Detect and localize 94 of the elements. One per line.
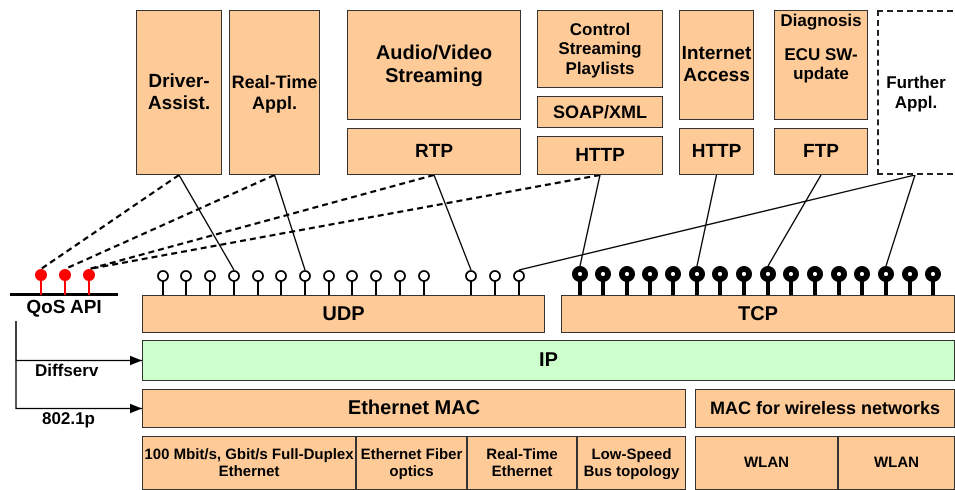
port-pin bbox=[228, 270, 240, 295]
port-pin bbox=[760, 266, 776, 295]
protocol-box bbox=[679, 10, 754, 120]
layer-label: SOAP/XML bbox=[552, 102, 647, 122]
port-pin bbox=[275, 270, 287, 295]
port-pin bbox=[642, 266, 658, 295]
layer-label: Audio/Video Streaming bbox=[374, 42, 494, 88]
connector-line bbox=[767, 174, 822, 266]
connector-line bbox=[696, 174, 718, 266]
layer-label: Further Appl. bbox=[885, 72, 947, 112]
protocol-box bbox=[695, 436, 838, 490]
protocol-box bbox=[142, 389, 686, 428]
port-pin bbox=[299, 270, 311, 295]
port-pin bbox=[35, 269, 47, 295]
layer-label: Ethernet Fiber optics bbox=[360, 446, 464, 480]
layer-label: HTTP bbox=[692, 140, 742, 162]
protocol-box bbox=[774, 10, 868, 120]
layer-label: Real-Time Ethernet bbox=[485, 446, 559, 480]
connector-line bbox=[885, 174, 916, 266]
layer-label: UDP bbox=[322, 302, 365, 326]
protocol-box bbox=[142, 295, 545, 333]
port-pin bbox=[878, 266, 894, 295]
protocol-box bbox=[136, 10, 222, 175]
connector-line bbox=[274, 174, 306, 270]
layer-label: HTTP bbox=[575, 144, 625, 166]
protocol-box bbox=[537, 136, 663, 175]
port-pin bbox=[619, 266, 635, 295]
port-pin bbox=[418, 270, 430, 295]
port-pin bbox=[252, 270, 264, 295]
connector-line bbox=[433, 174, 472, 270]
layer-label: Real-Time Appl. bbox=[230, 72, 318, 114]
layer-label: Driver-Assist. bbox=[146, 70, 212, 114]
port-pin bbox=[902, 266, 918, 295]
layer-label: TCP bbox=[738, 302, 778, 326]
dashed-connector bbox=[88, 174, 434, 270]
port-pin bbox=[831, 266, 847, 295]
port-pin bbox=[925, 266, 941, 295]
layer-label: Ethernet MAC bbox=[348, 397, 480, 420]
layer-label: Control Streaming Playlists bbox=[557, 20, 643, 78]
protocol-box bbox=[838, 436, 955, 490]
port-pin bbox=[323, 270, 335, 295]
protocol-box bbox=[467, 436, 577, 490]
protocol-box bbox=[537, 96, 663, 128]
port-pin bbox=[783, 266, 799, 295]
port-pin bbox=[157, 270, 169, 295]
layer-label: Internet Access bbox=[680, 43, 752, 87]
layer-label: 100 Mbit/s, Gbit/s Full-Duplex Ethernet bbox=[143, 446, 355, 480]
api-label: QoS API bbox=[26, 297, 102, 319]
protocol-box bbox=[356, 436, 467, 490]
port-pin bbox=[807, 266, 823, 295]
layer-label: WLAN bbox=[874, 454, 919, 472]
port-pin bbox=[465, 270, 477, 295]
dashed-connector bbox=[40, 174, 180, 270]
edge-label: 802.1p bbox=[40, 410, 97, 429]
port-pin bbox=[854, 266, 870, 295]
protocol-box bbox=[695, 389, 955, 428]
port-pin bbox=[689, 266, 705, 295]
arrow bbox=[15, 321, 142, 414]
layer-label: MAC for wireless networks bbox=[710, 398, 940, 419]
layer-label: Low-Speed Bus topology bbox=[582, 446, 680, 480]
layer-label: FTP bbox=[803, 140, 839, 162]
layer-label: ECU SW-update bbox=[783, 44, 859, 84]
port-pin bbox=[489, 270, 501, 295]
port-pin bbox=[513, 270, 525, 295]
layer-label: IP bbox=[539, 349, 558, 372]
connector-line bbox=[518, 174, 916, 271]
protocol-box bbox=[679, 128, 754, 175]
port-pin bbox=[346, 270, 358, 295]
protocol-box bbox=[561, 295, 955, 333]
protocol-box bbox=[347, 10, 521, 120]
dashed-box bbox=[877, 10, 953, 175]
protocol-box bbox=[347, 128, 521, 175]
protocol-box bbox=[577, 436, 686, 490]
port-pin bbox=[204, 270, 216, 295]
port-pin bbox=[736, 266, 752, 295]
port-pin bbox=[59, 269, 71, 295]
port-pin bbox=[180, 270, 192, 295]
port-pin bbox=[394, 270, 406, 295]
protocol-box bbox=[537, 10, 663, 88]
port-pin bbox=[572, 266, 588, 295]
box-heading: Diagnosis bbox=[780, 11, 862, 31]
protocol-band bbox=[142, 340, 955, 381]
port-pin bbox=[83, 269, 95, 295]
layer-label: WLAN bbox=[744, 454, 789, 472]
connector-line bbox=[178, 174, 235, 270]
protocol-box bbox=[142, 436, 356, 490]
connector-line bbox=[579, 174, 601, 266]
port-pin bbox=[370, 270, 382, 295]
port-pin bbox=[712, 266, 728, 295]
port-pin bbox=[665, 266, 681, 295]
layer-label: RTP bbox=[415, 140, 453, 162]
protocol-box bbox=[774, 128, 868, 175]
port-pin bbox=[595, 266, 611, 295]
protocol-box bbox=[229, 10, 320, 175]
